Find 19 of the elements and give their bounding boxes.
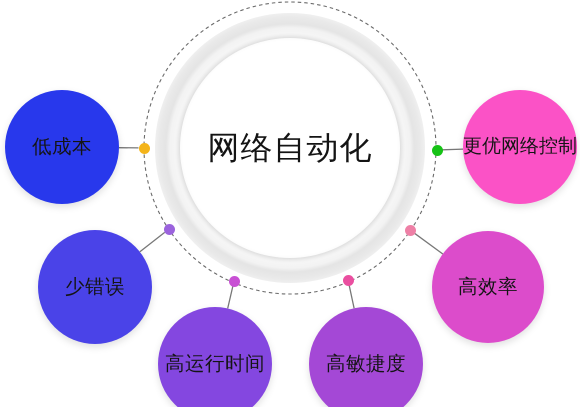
topic-label: 高敏捷度 <box>326 352 406 376</box>
connector-dot <box>432 144 442 156</box>
connector-line <box>227 286 234 309</box>
topic-label: 高运行时间 <box>165 352 265 376</box>
connector-line <box>348 285 355 308</box>
connector-line <box>119 147 138 149</box>
connector-dot <box>164 224 174 234</box>
connector-dot <box>228 276 240 286</box>
connector-dot <box>138 142 150 154</box>
connector-line <box>442 148 464 150</box>
connector-dot <box>342 274 354 286</box>
connector-line <box>140 232 166 252</box>
topic-label: 高效率 <box>458 276 518 298</box>
connector-dot <box>404 224 416 236</box>
topic-label: 低成本 <box>32 136 92 158</box>
topic-label: 更优网络控制 <box>463 136 577 158</box>
topic-label: 少错误 <box>65 276 125 298</box>
hub-title: 网络自动化 <box>208 130 372 166</box>
connector-line <box>414 232 444 255</box>
